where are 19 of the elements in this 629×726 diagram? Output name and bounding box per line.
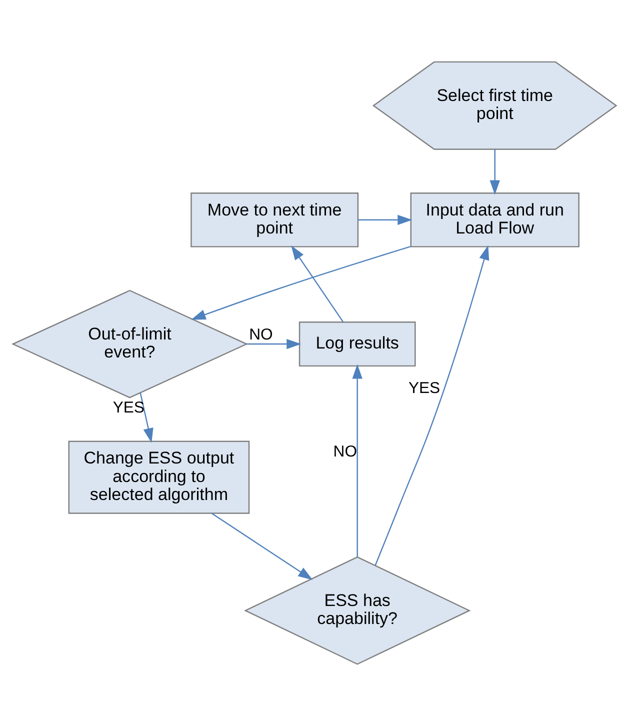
arrow <box>211 512 313 580</box>
edge-label: NO <box>333 444 358 461</box>
edge-label: YES <box>112 399 144 416</box>
edge-label: YES <box>408 380 440 398</box>
arrow <box>358 214 412 226</box>
node-diamond: ESS has capability? <box>244 556 471 665</box>
arrow <box>246 338 302 350</box>
node-diamond: Out-of-limit event? <box>11 290 248 398</box>
node-box: Log results <box>298 322 416 367</box>
edge-label: NO <box>249 326 273 344</box>
arrow <box>291 245 344 322</box>
node-box: Change ESS output according to selected algorithm <box>68 440 250 514</box>
node-box: Input data and run Load Flow <box>410 192 580 248</box>
arrow <box>374 245 490 566</box>
node-box: Move to next time point <box>190 192 359 248</box>
arrow <box>490 149 500 195</box>
arrow <box>352 364 362 557</box>
arrow <box>191 246 411 320</box>
arrow <box>140 392 154 443</box>
